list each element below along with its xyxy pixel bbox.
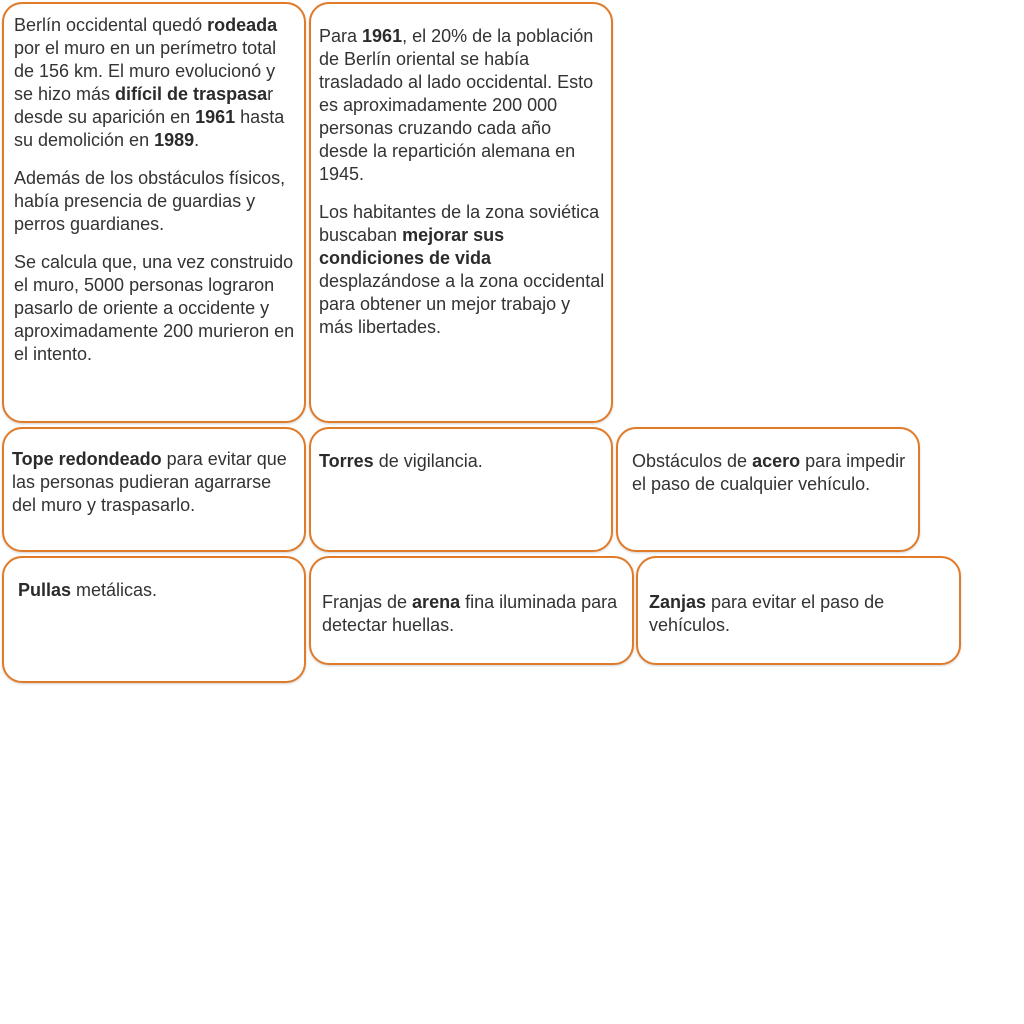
- card-paragraph: Obstáculos de acero para impedir el paso…: [632, 451, 906, 494]
- card-paragraph: Para 1961, el 20% de la población de Ber…: [319, 26, 594, 184]
- card-paragraph: Torres de vigilancia.: [319, 451, 483, 471]
- card-paragraph: Se calcula que, una vez construido el mu…: [14, 252, 295, 364]
- card-paragraph: Además de los obstáculos físicos, había …: [14, 168, 286, 234]
- card-paragraph: Franjas de arena fina iluminada para det…: [322, 592, 618, 635]
- card-paragraph: Tope redondeado para evitar que las pers…: [12, 449, 287, 515]
- card-paragraph: Berlín occidental quedó rodeada por el m…: [14, 15, 285, 150]
- info-card-tope-redondeado: Tope redondeado para evitar que las pers…: [2, 427, 306, 552]
- info-card-franjas-arena: Franjas de arena fina iluminada para det…: [309, 556, 634, 665]
- info-card-migracion: Para 1961, el 20% de la población de Ber…: [309, 2, 613, 423]
- info-card-muro-perimetro: Berlín occidental quedó rodeada por el m…: [2, 2, 306, 423]
- info-card-torres: Torres de vigilancia.: [309, 427, 613, 552]
- info-card-zanjas: Zanjas para evitar el paso de vehículos.: [636, 556, 961, 665]
- info-card-obstaculos-acero: Obstáculos de acero para impedir el paso…: [616, 427, 920, 552]
- card-paragraph: Pullas metálicas.: [18, 580, 158, 600]
- card-paragraph: Los habitantes de la zona soviética busc…: [319, 202, 605, 337]
- card-paragraph: Zanjas para evitar el paso de vehículos.: [649, 592, 885, 635]
- info-card-pullas: Pullas metálicas.: [2, 556, 306, 683]
